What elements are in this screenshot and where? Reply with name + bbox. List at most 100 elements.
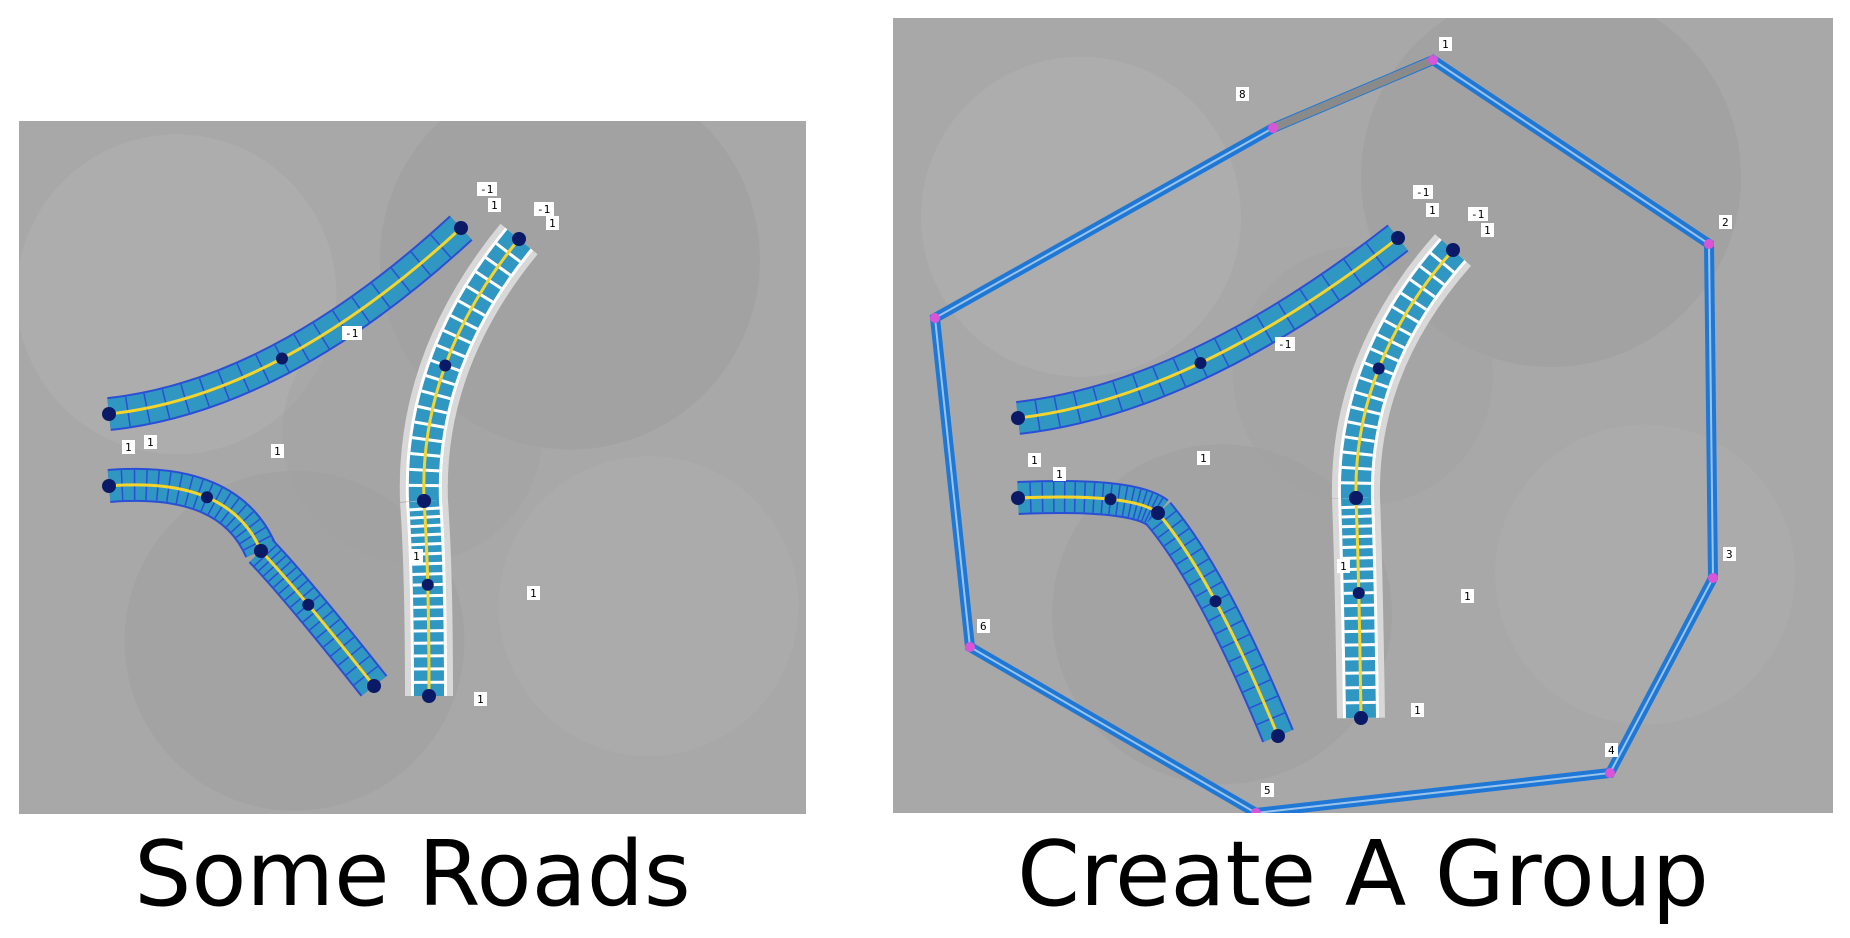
group-vertex <box>1251 808 1261 813</box>
group-vertex <box>1704 239 1714 249</box>
vertex-label-bg <box>1719 215 1732 229</box>
lane-label: -1 <box>1471 208 1484 221</box>
lane-label: -1 <box>480 183 493 196</box>
road-node <box>1391 231 1405 245</box>
road-node <box>421 578 434 591</box>
lane-label: 1 <box>125 441 132 454</box>
lane-label: -1 <box>345 327 358 340</box>
vertex-label: 1 <box>1442 38 1449 51</box>
vertex-label-bg <box>1605 743 1618 757</box>
lane-label-bg <box>342 326 362 340</box>
lane-label-bg <box>1197 451 1210 465</box>
lane-label-bg <box>1481 223 1494 237</box>
road-node <box>417 494 431 508</box>
road-node <box>302 598 315 611</box>
ground-texture <box>1495 424 1795 725</box>
group-vertex <box>930 313 940 323</box>
lane-label-bg <box>271 444 284 458</box>
road-node <box>1271 729 1285 743</box>
lane-label-bg <box>1053 467 1066 481</box>
lane-label: 1 <box>1340 560 1347 573</box>
lane-label: -1 <box>1278 338 1291 351</box>
group-vertex <box>965 642 975 652</box>
road-node <box>1011 411 1025 425</box>
lane-label: 1 <box>1056 468 1063 481</box>
lane-label: 1 <box>491 199 498 212</box>
road-node <box>454 221 468 235</box>
road-node <box>102 479 116 493</box>
lane-label: 1 <box>1484 224 1491 237</box>
lane-label-bg <box>534 202 554 216</box>
vertex-label: 8 <box>1239 88 1246 101</box>
vertex-label-bg <box>977 619 990 633</box>
lane-label: 1 <box>1464 590 1471 603</box>
lane-label-bg <box>546 216 559 230</box>
vertex-label-bg <box>1261 783 1274 797</box>
caption-some-roads: Some Roads <box>134 822 691 927</box>
lane-label-bg <box>1275 337 1295 351</box>
road-node <box>1349 491 1363 505</box>
lane-label-bg <box>527 586 540 600</box>
road-node <box>1209 595 1222 608</box>
vertex-label: 5 <box>1264 784 1271 797</box>
caption-create-group: Create A Group <box>1017 822 1709 927</box>
road-node <box>512 232 526 246</box>
road-node <box>1354 711 1368 725</box>
road-node <box>1352 587 1365 599</box>
vertex-label-bg <box>1236 87 1249 101</box>
lane-label: 1 <box>477 693 484 706</box>
lane-label-bg <box>1468 207 1488 221</box>
vertex-label: 2 <box>1722 216 1729 229</box>
lane-label-bg <box>488 198 501 212</box>
lane-label: 1 <box>1031 454 1038 467</box>
lane-label: 1 <box>1429 204 1436 217</box>
lane-label-bg <box>1413 185 1433 199</box>
ground-texture <box>124 470 465 811</box>
lane-label: -1 <box>1416 186 1429 199</box>
lane-label-bg <box>1461 589 1474 603</box>
group-vertex <box>1605 768 1615 778</box>
lane-label-bg <box>1411 703 1424 717</box>
road-node <box>439 359 452 372</box>
vertex-label-bg <box>1723 547 1736 561</box>
road-node <box>201 491 213 504</box>
group-vertex <box>1428 55 1438 65</box>
vertex-label: 6 <box>980 620 987 633</box>
road-node <box>276 352 288 365</box>
lane-label-bg <box>1028 453 1041 467</box>
road-node <box>367 679 381 693</box>
group-open-edge <box>1271 56 1435 132</box>
road-node <box>1194 357 1207 369</box>
lane-label-bg <box>1337 559 1350 573</box>
lane-label: 1 <box>1414 704 1421 717</box>
road-node <box>1104 493 1117 506</box>
vertex-label: 3 <box>1726 548 1733 561</box>
lane-label-bg <box>410 549 423 563</box>
lane-label: 1 <box>413 550 420 563</box>
lane-label: 1 <box>1200 452 1207 465</box>
road-node <box>422 689 436 703</box>
group-vertex <box>1708 573 1718 583</box>
road-node <box>1011 491 1025 505</box>
road-node <box>254 544 268 558</box>
road-node <box>1372 362 1385 375</box>
road-node <box>1151 506 1165 520</box>
road-node <box>102 407 116 421</box>
lane-label: 1 <box>530 587 537 600</box>
lane-label: -1 <box>537 203 550 216</box>
vertex-label: 4 <box>1608 744 1615 757</box>
ground-texture <box>379 121 760 450</box>
lane-label: 1 <box>147 436 154 449</box>
lane-label-bg <box>1426 203 1439 217</box>
lane-label-bg <box>474 692 487 706</box>
lane-label-bg <box>144 435 157 449</box>
lane-label: 1 <box>549 217 556 230</box>
lane-label-bg <box>477 182 497 196</box>
ground-texture <box>921 56 1241 377</box>
group-vertex <box>1268 123 1278 133</box>
vertex-label-bg <box>1439 37 1452 51</box>
